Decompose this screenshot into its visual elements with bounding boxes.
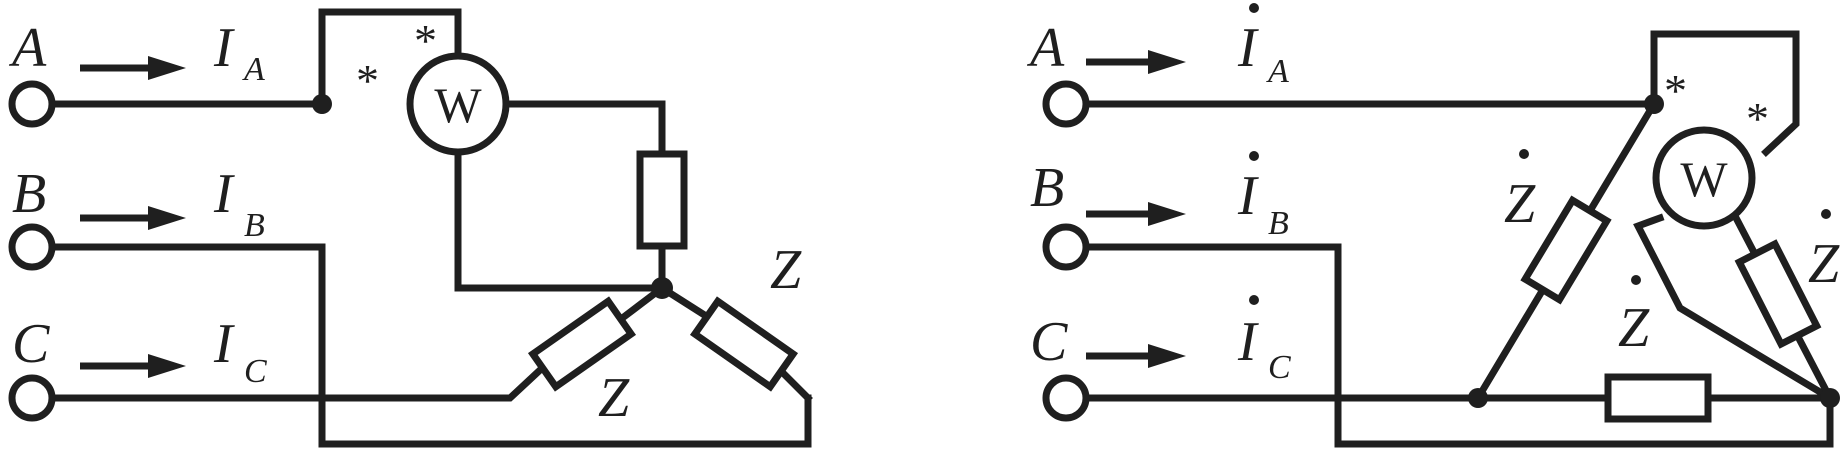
right-terminal-a [1042, 80, 1090, 128]
left-load-a-resistor [636, 150, 688, 250]
left-meter-current-loop [318, 8, 462, 108]
right-arrow-a [1086, 50, 1186, 74]
right-phase-c-label: C [1030, 311, 1068, 373]
left-current-b-label: I [213, 163, 235, 225]
right-impedance-bc-dot [1631, 275, 1641, 285]
right-junction-b [1820, 388, 1840, 408]
left-phase-b-label: B [12, 163, 46, 225]
left-terminal-c [8, 374, 56, 422]
left-terminal-a [8, 80, 56, 128]
left-arrow-a [80, 56, 186, 80]
right-marker-voltage: * [1746, 93, 1769, 144]
right-current-a-subscript: A [1266, 53, 1289, 90]
right-junction-a [1644, 94, 1664, 114]
left-current-c-subscript: C [244, 353, 267, 390]
right-line-b [1056, 243, 1834, 448]
left-neutral-node [651, 277, 673, 299]
right-current-b-subscript: B [1268, 205, 1289, 242]
left-meter-to-load-a [502, 100, 666, 158]
right-marker-current: * [1664, 65, 1687, 116]
left-current-c-label: I [213, 313, 235, 375]
right-phase-b-label: B [1030, 157, 1064, 219]
right-terminal-c [1042, 374, 1090, 422]
right-impedance-ac-dot [1519, 149, 1529, 159]
left-circuit: W A B C I A I B I C * * [8, 8, 813, 448]
right-current-a-dot [1249, 3, 1259, 13]
left-line-c [50, 367, 543, 402]
left-load-b-to-line-b [777, 367, 813, 403]
right-meter-current-loop [1650, 30, 1800, 157]
right-wattmeter-label: W [1680, 151, 1728, 207]
right-load-bc-resistor [1604, 373, 1712, 423]
right-impedance-ab-dot [1821, 209, 1831, 219]
right-current-a-label: I [1237, 17, 1259, 79]
left-arrow-b [80, 206, 186, 230]
left-phase-c-label: C [12, 313, 50, 375]
right-load-ac-resistor [1520, 195, 1612, 305]
right-phase-a-label: A [1026, 17, 1065, 79]
right-wattmeter [1652, 126, 1756, 230]
left-marker-current: * [356, 55, 379, 106]
left-current-a-subscript: A [242, 51, 265, 88]
right-meter-voltage-lead [1633, 213, 1835, 403]
right-junction-c [1468, 388, 1488, 408]
left-current-a-label: I [213, 17, 235, 79]
left-impedance-label-b: Z [770, 239, 802, 301]
left-meter-voltage-lead [454, 148, 666, 292]
right-current-c-subscript: C [1268, 349, 1291, 386]
right-load-ab-resistor [1734, 239, 1822, 349]
right-arrow-b [1086, 202, 1186, 226]
left-arrow-c [80, 354, 186, 378]
right-impedance-label-ac: Z [1504, 173, 1536, 235]
left-phase-a-label: A [8, 17, 47, 79]
right-arrow-c [1086, 344, 1186, 368]
right-current-c-dot [1249, 295, 1259, 305]
right-impedance-label-ab: Z [1808, 233, 1840, 295]
left-wattmeter [406, 52, 510, 156]
right-current-c-label: I [1237, 311, 1259, 373]
left-impedance-label-c: Z [598, 367, 630, 429]
left-terminal-b [8, 223, 56, 271]
right-current-b-label: I [1237, 165, 1259, 227]
right-circuit: W A B C I A I B I [1026, 3, 1840, 448]
left-load-c-resistor [527, 296, 637, 392]
left-wattmeter-label: W [434, 77, 482, 133]
left-current-b-subscript: B [244, 207, 265, 244]
left-line-b [50, 243, 812, 448]
left-junction-a [312, 94, 332, 114]
left-load-b-resistor [689, 296, 799, 392]
right-terminal-b [1042, 223, 1090, 271]
left-marker-voltage: * [414, 15, 437, 66]
right-impedance-label-bc: Z [1618, 297, 1650, 359]
right-current-b-dot [1249, 151, 1259, 161]
